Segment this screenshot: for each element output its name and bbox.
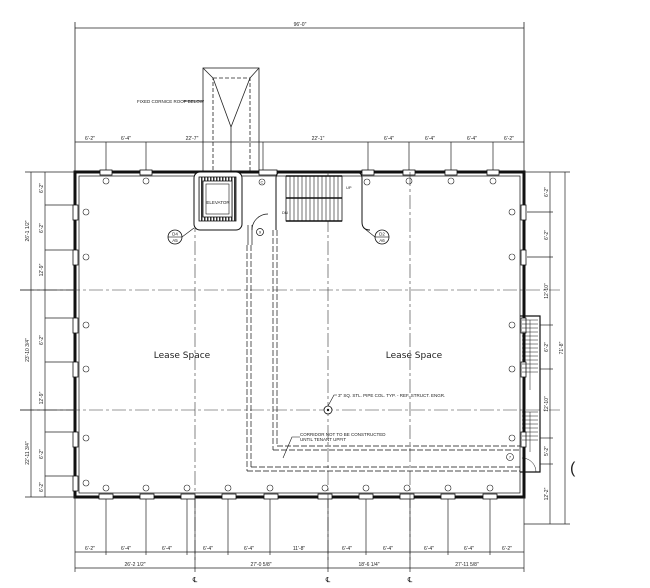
svg-text:6'-4": 6'-4"	[244, 546, 254, 552]
svg-text:6'-4": 6'-4"	[424, 546, 434, 552]
svg-text:6'-2": 6'-2"	[502, 546, 512, 552]
bottom-dimension-strings	[74, 497, 525, 572]
exterior-stair	[506, 315, 541, 473]
svg-text:26'-1 1/2": 26'-1 1/2"	[25, 220, 31, 241]
break-mark-icon: (	[570, 460, 576, 477]
svg-text:23'-10 3/4": 23'-10 3/4"	[25, 338, 31, 362]
door-tag-c	[258, 178, 266, 186]
grid-lines	[20, 172, 560, 560]
right-dimension-strings	[524, 171, 570, 525]
svg-text:22'-11 3/4": 22'-11 3/4"	[25, 441, 31, 465]
svg-text:A5: A5	[172, 238, 178, 243]
svg-text:℄: ℄	[407, 577, 413, 584]
door-tag-7: 7	[509, 455, 512, 460]
centerline-symbols: ℄ ℄ ℄	[192, 577, 413, 584]
bottom-dimension-labels-row1: 6'-2" 6'-4" 6'-4" 6'-4" 6'-4" 11'-8" 6'-…	[85, 546, 512, 552]
svg-text:5'-2": 5'-2"	[544, 446, 550, 456]
left-dimension-labels: 6'-2" 6'-2" 12'-9" 6'-2" 12'-9" 6'-2" 6'…	[25, 183, 45, 492]
roof-below	[183, 67, 260, 172]
steel-column	[323, 394, 337, 415]
door-tag-9: 9	[259, 230, 262, 235]
stair-dn-label: DN	[282, 210, 288, 215]
roof-below-note: FIXED CORNICE ROOF BELOW	[137, 99, 205, 104]
svg-text:6'-4": 6'-4"	[121, 136, 131, 142]
door-9	[247, 213, 269, 245]
svg-text:6'-4": 6'-4"	[203, 546, 213, 552]
svg-text:6'-2": 6'-2"	[544, 230, 550, 240]
svg-text:12'-2": 12'-2"	[544, 487, 550, 500]
overall-height-label: 71'-8"	[559, 341, 565, 354]
svg-text:6'-2": 6'-2"	[85, 546, 95, 552]
overall-width-dimension	[74, 22, 525, 172]
svg-text:11'-8": 11'-8"	[293, 546, 306, 552]
svg-text:D4: D4	[172, 232, 178, 237]
svg-text:6'-4": 6'-4"	[464, 546, 474, 552]
elevator-label: ELEVATOR	[206, 200, 230, 205]
svg-text:6'-2": 6'-2"	[544, 187, 550, 197]
svg-text:6'-2": 6'-2"	[504, 136, 514, 142]
svg-text:6'-4": 6'-4"	[425, 136, 435, 142]
corridor-note-line1: CORRIDOR NOT TO BE CONSTRUCTED	[300, 432, 386, 437]
svg-text:6'-4": 6'-4"	[467, 136, 477, 142]
svg-text:6'-4": 6'-4"	[162, 546, 172, 552]
column-note: 3" SQ. STL. PIPE COL. TYP. - REF. STRUCT…	[338, 393, 445, 398]
stair-up-label: UP	[346, 185, 352, 190]
svg-text:27'-11 5/8": 27'-11 5/8"	[455, 562, 479, 568]
svg-text:22'-7": 22'-7"	[186, 136, 199, 142]
bottom-dimension-labels-row2: 26'-2 1/2" 27'-0 5/8" 18'-6 1/4" 27'-11 …	[124, 562, 479, 568]
wall-tag-stair	[363, 178, 371, 186]
section-callout-d4: D4 A5	[167, 227, 195, 245]
main-stair	[275, 171, 371, 231]
svg-text:6'-2": 6'-2"	[39, 335, 45, 345]
left-dimension-strings	[20, 171, 75, 498]
svg-text:6'-2": 6'-2"	[544, 342, 550, 352]
svg-text:℄: ℄	[325, 577, 331, 584]
svg-text:6'-2": 6'-2"	[85, 136, 95, 142]
overall-width-label: 96'-0"	[294, 22, 307, 28]
top-dimension-string	[75, 141, 524, 172]
right-dimension-labels: 6'-2" 6'-2" 12'-10" 6'-2" 12'-10" 5'-2" …	[544, 187, 565, 501]
top-dimension-labels: 6'-2" 6'-4" 22'-7" 22'-1" 6'-4" 6'-4" 6'…	[85, 136, 514, 142]
wall-type-tags	[82, 177, 516, 492]
svg-text:℄: ℄	[192, 577, 198, 584]
svg-text:6'-2": 6'-2"	[39, 449, 45, 459]
svg-text:6'-2": 6'-2"	[39, 223, 45, 233]
svg-text:C: C	[261, 180, 264, 185]
svg-text:18'-6 1/4": 18'-6 1/4"	[358, 562, 379, 568]
svg-text:6'-4": 6'-4"	[342, 546, 352, 552]
svg-text:12'-9": 12'-9"	[39, 391, 45, 404]
svg-text:12'-10": 12'-10"	[544, 283, 550, 299]
svg-text:12'-10": 12'-10"	[544, 396, 550, 412]
svg-text:26'-2 1/2": 26'-2 1/2"	[124, 562, 145, 568]
svg-text:12'-9": 12'-9"	[39, 263, 45, 276]
section-callout-d2: D2 A6	[364, 228, 390, 245]
svg-text:A6: A6	[379, 238, 385, 243]
elevator-shaft	[193, 171, 243, 231]
room-label-lease-space-east: Lease Space	[386, 351, 443, 361]
windows	[72, 169, 527, 500]
corridor-leader	[282, 436, 300, 459]
future-corridor-walls	[246, 230, 520, 472]
svg-text:6'-2": 6'-2"	[39, 183, 45, 193]
room-label-lease-space-west: Lease Space	[154, 351, 211, 361]
svg-text:D2: D2	[379, 232, 385, 237]
svg-text:22'-1": 22'-1"	[312, 136, 325, 142]
svg-text:6'-2": 6'-2"	[39, 482, 45, 492]
corridor-note-line2: UNTIL TENANT UPFIT	[300, 437, 346, 442]
svg-text:27'-0 5/8": 27'-0 5/8"	[250, 562, 271, 568]
svg-text:6'-4": 6'-4"	[121, 546, 131, 552]
svg-text:6'-4": 6'-4"	[384, 136, 394, 142]
svg-text:6'-4": 6'-4"	[383, 546, 393, 552]
